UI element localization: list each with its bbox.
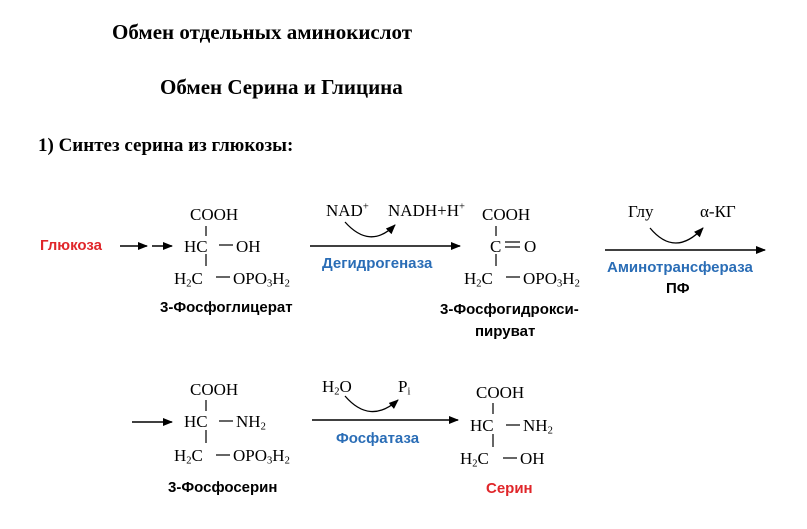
ser-h2c: H2C xyxy=(460,449,489,470)
c2-h2c: H2C xyxy=(464,269,493,290)
ser-hc: HC xyxy=(470,416,494,435)
glu-label: Глу xyxy=(628,202,654,221)
ser-cooh: COOH xyxy=(476,383,525,402)
c1-h2c: H2C xyxy=(174,269,203,290)
c1-oh: OH xyxy=(236,237,261,256)
page-title: Обмен отдельных аминокислот xyxy=(112,20,413,44)
ser-oh: OH xyxy=(520,449,545,468)
c2-cooh: COOH xyxy=(482,205,531,224)
nad-label: NAD+ xyxy=(326,201,369,220)
glucose-label: Глюкоза xyxy=(40,237,102,254)
aminotransferase-label: Аминотрансфераза xyxy=(607,259,753,276)
c3-name: 3-Фосфосерин xyxy=(168,479,278,496)
ser-nh2: NH2 xyxy=(523,416,553,437)
c2-opo3h2: OPO3H2 xyxy=(523,269,580,290)
c3-cooh: COOH xyxy=(190,380,239,399)
c3-opo3h2: OPO3H2 xyxy=(233,446,290,467)
serine-name: Серин xyxy=(486,480,533,497)
c1-opo3h2: OPO3H2 xyxy=(233,269,290,290)
h2o-label: H2O xyxy=(322,377,352,398)
c2-c: C xyxy=(490,237,502,256)
pf-label: ПФ xyxy=(666,280,690,297)
c1-hc: HC xyxy=(184,237,208,256)
c2-name-line2: пируват xyxy=(475,323,536,340)
dehydrogenase-label: Дегидрогеназа xyxy=(322,255,433,272)
subsection-title: 1) Синтез серина из глюкозы: xyxy=(38,135,294,156)
c3-h2c: H2C xyxy=(174,446,203,467)
nadh-label: NADH+H+ xyxy=(388,201,465,220)
c3-nh2: NH2 xyxy=(236,412,266,433)
phosphatase-label: Фосфатаза xyxy=(336,430,420,447)
c3-hc: HC xyxy=(184,412,208,431)
c1-name: 3-Фосфоглицерат xyxy=(160,299,293,316)
akg-label: α-КГ xyxy=(700,202,736,221)
c1-cooh: COOH xyxy=(190,205,239,224)
c2-o: O xyxy=(524,237,537,256)
section-title: Обмен Серина и Глицина xyxy=(160,75,403,99)
c2-name-line1: 3-Фосфогидрокси- xyxy=(440,301,579,318)
pi-label: Pi xyxy=(398,377,411,398)
